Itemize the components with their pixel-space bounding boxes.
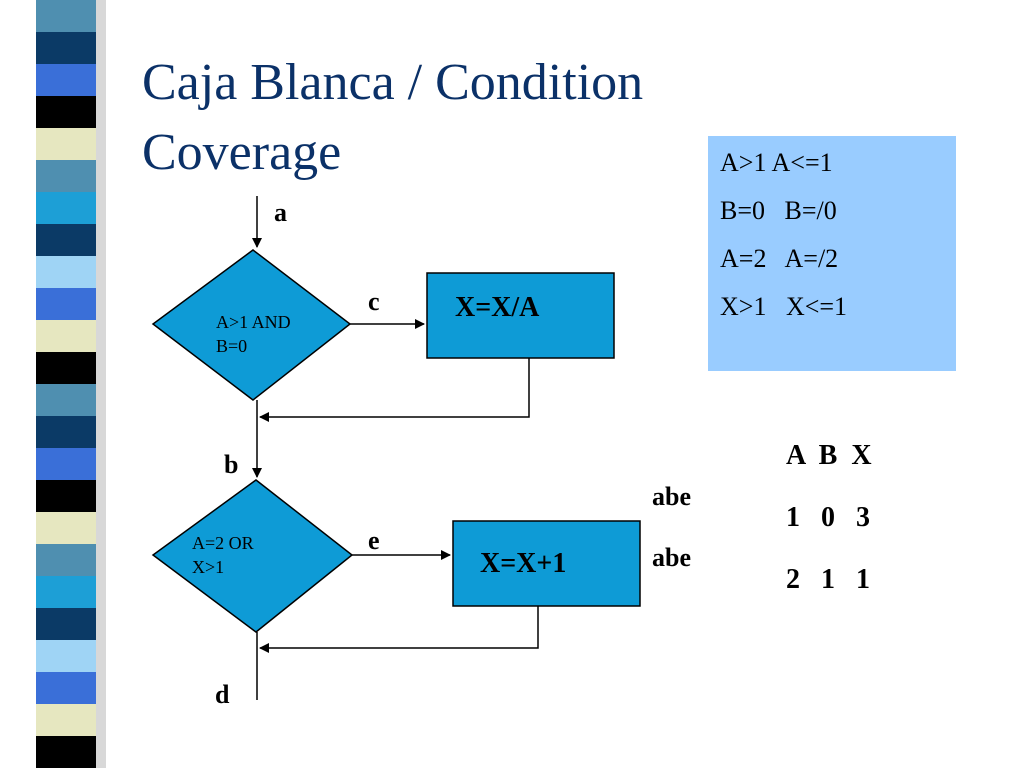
condition-row: A>1 A<=1 <box>720 148 833 177</box>
test-table-header: A B X <box>786 440 872 471</box>
node-label-c: c <box>368 287 380 316</box>
stripe-segment <box>36 224 96 256</box>
stripe-edge <box>96 512 106 544</box>
decision-diamond-1 <box>151 249 352 401</box>
stripe-edge <box>96 640 106 672</box>
stripe-segment <box>36 544 96 576</box>
edge-return-1 <box>259 358 530 422</box>
process-box-1 <box>426 272 615 359</box>
stripe-edge <box>96 224 106 256</box>
slide-title: Caja Blanca / Condition Coverage <box>142 48 842 188</box>
stripe-segment <box>36 576 96 608</box>
node-label-d: d <box>215 680 230 709</box>
stripe-edge <box>96 64 106 96</box>
stripe-edge <box>96 384 106 416</box>
process-2-label: X=X+1 <box>480 548 567 579</box>
test-table-row: 1 0 3 <box>786 502 870 533</box>
stripe-segment <box>36 320 96 352</box>
title-line-1: Caja Blanca / Condition <box>142 54 644 111</box>
stripe-edge <box>96 448 106 480</box>
stripe-edge <box>96 128 106 160</box>
node-label-e: e <box>368 526 380 555</box>
decorative-stripe <box>0 0 118 768</box>
decision-2-line-1: A=2 OR <box>192 533 254 553</box>
conditions-box: A>1 A<=1 B=0 B=/0 A=2 A=/2 X>1 X<=1 <box>708 136 956 371</box>
node-label-a: a <box>274 198 287 227</box>
stripe-edge <box>96 576 106 608</box>
stripe-segment <box>36 352 96 384</box>
stripe-segment <box>36 288 96 320</box>
test-cases-table: A B X 1 0 3 2 1 1 <box>786 425 872 611</box>
stripe-edge <box>96 256 106 288</box>
stripe-segment <box>36 256 96 288</box>
stripe-segment <box>36 416 96 448</box>
stripe-segment <box>36 96 96 128</box>
stripe-segment <box>36 448 96 480</box>
stripe-edge <box>96 704 106 736</box>
stripe-segment <box>36 64 96 96</box>
stripe-edge <box>96 672 106 704</box>
stripe-segment <box>36 672 96 704</box>
test-table-row: 2 1 1 <box>786 564 870 595</box>
stripe-edge <box>96 96 106 128</box>
stripe-edge <box>96 544 106 576</box>
decision-2-line-2: X>1 <box>192 557 225 577</box>
decision-1-line-2: B=0 <box>216 336 248 356</box>
condition-row: B=0 B=/0 <box>720 196 837 225</box>
stripe-segment <box>36 0 96 32</box>
process-box-2 <box>452 520 641 607</box>
stripe-edge <box>96 320 106 352</box>
stripe-edge <box>96 192 106 224</box>
edge-return-2 <box>259 606 539 653</box>
stripe-segment <box>36 192 96 224</box>
decision-1-text: A>1 AND B=0 <box>216 310 291 358</box>
stripe-segment <box>36 704 96 736</box>
stripe-edge <box>96 608 106 640</box>
title-line-2: Coverage <box>142 124 342 181</box>
stripe-segment <box>36 160 96 192</box>
stripe-segment <box>36 384 96 416</box>
node-label-b: b <box>224 450 239 479</box>
stripe-edge <box>96 0 106 32</box>
decision-1-line-1: A>1 AND <box>216 312 291 332</box>
decision-2-text: A=2 OR X>1 <box>192 531 254 579</box>
stripe-edge <box>96 288 106 320</box>
decision-diamond-2 <box>151 479 354 633</box>
stripe-edge <box>96 352 106 384</box>
condition-row: A=2 A=/2 <box>720 244 839 273</box>
condition-row: X>1 X<=1 <box>720 292 848 321</box>
stripe-segment <box>36 128 96 160</box>
stripe-segment <box>36 512 96 544</box>
process-1-label: X=X/A <box>455 292 540 323</box>
path-label-2: abe <box>652 543 691 572</box>
stripe-segment <box>36 480 96 512</box>
stripe-edge <box>96 160 106 192</box>
stripe-edge <box>96 32 106 64</box>
stripe-segment <box>36 32 96 64</box>
stripe-segment <box>36 608 96 640</box>
stripe-edge <box>96 416 106 448</box>
path-label-1: abe <box>652 482 691 511</box>
stripe-segment <box>36 640 96 672</box>
stripe-edge <box>96 736 106 768</box>
stripe-edge <box>96 480 106 512</box>
stripe-segment <box>36 736 96 768</box>
